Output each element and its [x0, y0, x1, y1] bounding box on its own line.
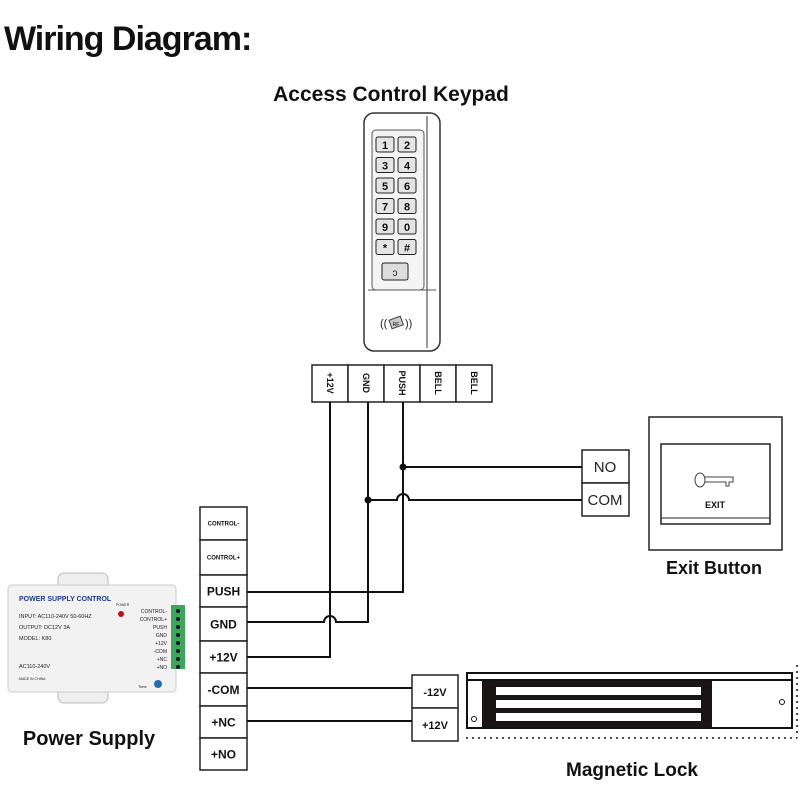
keypad-terminal-label: PUSH — [397, 370, 407, 395]
keypad-device: 1 2 3 4 5 6 7 8 9 0 * # ↄ (( RF )) — [363, 112, 441, 352]
keypad-terminal — [455, 364, 493, 403]
keypad-key: 1 — [375, 136, 395, 153]
svg-text:AC110-240V: AC110-240V — [19, 664, 50, 670]
key-label: 4 — [404, 161, 411, 173]
keypad-terminal — [383, 364, 421, 403]
junction-dot — [399, 463, 407, 471]
keypad-key: 4 — [397, 157, 417, 173]
svg-text:ↄ: ↄ — [393, 268, 398, 279]
lock-terminal — [411, 707, 459, 742]
keypad-terminal-label: BELL — [469, 371, 479, 395]
keypad-terminal — [419, 364, 457, 403]
svg-text:POWER: POWER — [116, 603, 130, 607]
keypad-key: 7 — [375, 198, 395, 214]
exit-terminal-block: NO COM — [581, 449, 630, 517]
lock-terminal-label: +12V — [422, 720, 449, 732]
magnetic-lock-label: Magnetic Lock — [566, 760, 698, 781]
psu-pin-label: -COM — [154, 649, 167, 655]
svg-text:INPUT: AC110-240V 50-60HZ: INPUT: AC110-240V 50-60HZ — [19, 614, 92, 620]
svg-text:OUTPUT: DC12V 3A: OUTPUT: DC12V 3A — [19, 625, 70, 631]
wires — [247, 402, 582, 722]
psu-pin-label: +12V — [155, 641, 167, 647]
junction-dot — [364, 496, 372, 504]
key-label: # — [404, 243, 410, 255]
key-label: 7 — [382, 202, 388, 214]
psu-pin-label: GND — [156, 633, 168, 639]
svg-text:POWER SUPPLY CONTROL: POWER SUPPLY CONTROL — [19, 596, 112, 603]
diagram-title: Wiring Diagram: — [4, 20, 251, 58]
power-terminal-label: +NC — [211, 716, 236, 730]
power-terminal-label: -COM — [208, 683, 240, 697]
power-terminal-label: GND — [210, 618, 237, 632]
keypad-key: 6 — [397, 177, 417, 194]
svg-text:MODEL: K80: MODEL: K80 — [19, 636, 51, 642]
keypad-key: 8 — [397, 198, 417, 214]
wire-gnd — [247, 402, 369, 623]
power-led-icon — [118, 611, 124, 617]
wire-push — [247, 402, 404, 593]
key-label: 5 — [382, 181, 388, 193]
lock-terminal — [411, 674, 459, 709]
power-terminal-block: CONTROL- CONTROL+ PUSH GND +12V -COM +NC +NO — [199, 506, 248, 771]
dial-icon — [154, 680, 162, 688]
keypad-key: 5 — [375, 177, 395, 194]
svg-text:)): )) — [405, 318, 412, 330]
key-label: 1 — [382, 140, 388, 152]
keypad-terminal-label: +12V — [325, 372, 335, 393]
psu-pin-label: +NO — [157, 665, 168, 671]
wire-com — [368, 493, 582, 501]
svg-text:MADE IN CHINA: MADE IN CHINA — [19, 677, 46, 681]
keypad-key: 2 — [397, 136, 417, 153]
power-terminal-label: CONTROL- — [208, 522, 240, 528]
keypad-key: * — [375, 239, 395, 255]
power-terminal-label: +12V — [209, 651, 237, 665]
keypad-key: # — [397, 239, 417, 255]
key-label: 9 — [382, 222, 388, 234]
magnetic-lock-device — [466, 665, 798, 739]
power-terminal — [199, 539, 248, 576]
exit-terminal-label: COM — [588, 492, 623, 509]
keypad-terminal-block: +12V GND PUSH BELL BELL — [311, 364, 493, 403]
keypad-terminal-label: GND — [361, 373, 371, 394]
key-label: * — [383, 243, 388, 255]
power-terminal — [199, 737, 248, 771]
screw-icon — [779, 699, 785, 705]
svg-text:((: (( — [380, 318, 388, 330]
power-terminal — [199, 672, 248, 707]
keypad-key: 0 — [397, 218, 417, 235]
key-label: 0 — [404, 222, 410, 234]
key-label: 6 — [404, 181, 410, 193]
psu-pin-label: CONTROL+ — [140, 617, 167, 623]
key-label: 3 — [382, 161, 388, 173]
exit-button-device: EXIT — [648, 416, 783, 551]
key-icon — [694, 472, 734, 488]
lock-terminal-label: -12V — [423, 687, 447, 699]
power-terminal-label: PUSH — [207, 585, 240, 599]
power-supply-device: POWER SUPPLY CONTROL INPUT: AC110-240V 5… — [7, 572, 185, 704]
rf-label: RF — [393, 322, 400, 328]
power-terminal-label: +NO — [211, 748, 236, 762]
power-supply-label: Power Supply — [23, 728, 156, 750]
keypad-label: Access Control Keypad — [273, 83, 509, 106]
keypad-key: 3 — [375, 157, 395, 173]
power-terminal-label: CONTROL+ — [207, 556, 241, 562]
keypad-terminal — [347, 364, 385, 403]
psu-pin-label: +NC — [157, 657, 168, 663]
psu-pin-label: PUSH — [153, 625, 167, 631]
key-label: 2 — [404, 140, 410, 152]
svg-text:Time: Time — [138, 684, 148, 689]
keypad-key: 9 — [375, 218, 395, 235]
wire-12v — [247, 402, 331, 658]
exit-face-text: EXIT — [705, 500, 726, 510]
exit-terminal-label: NO — [594, 459, 617, 476]
key-label: 8 — [404, 202, 410, 214]
exit-terminal — [581, 482, 630, 517]
psu-pin-label: CONTROL- — [141, 609, 167, 615]
exit-button-label: Exit Button — [666, 558, 762, 578]
keypad-terminal-label: BELL — [433, 371, 443, 395]
screw-icon — [471, 716, 477, 722]
power-terminal — [199, 705, 248, 739]
lock-terminal-block: -12V +12V — [411, 674, 459, 742]
